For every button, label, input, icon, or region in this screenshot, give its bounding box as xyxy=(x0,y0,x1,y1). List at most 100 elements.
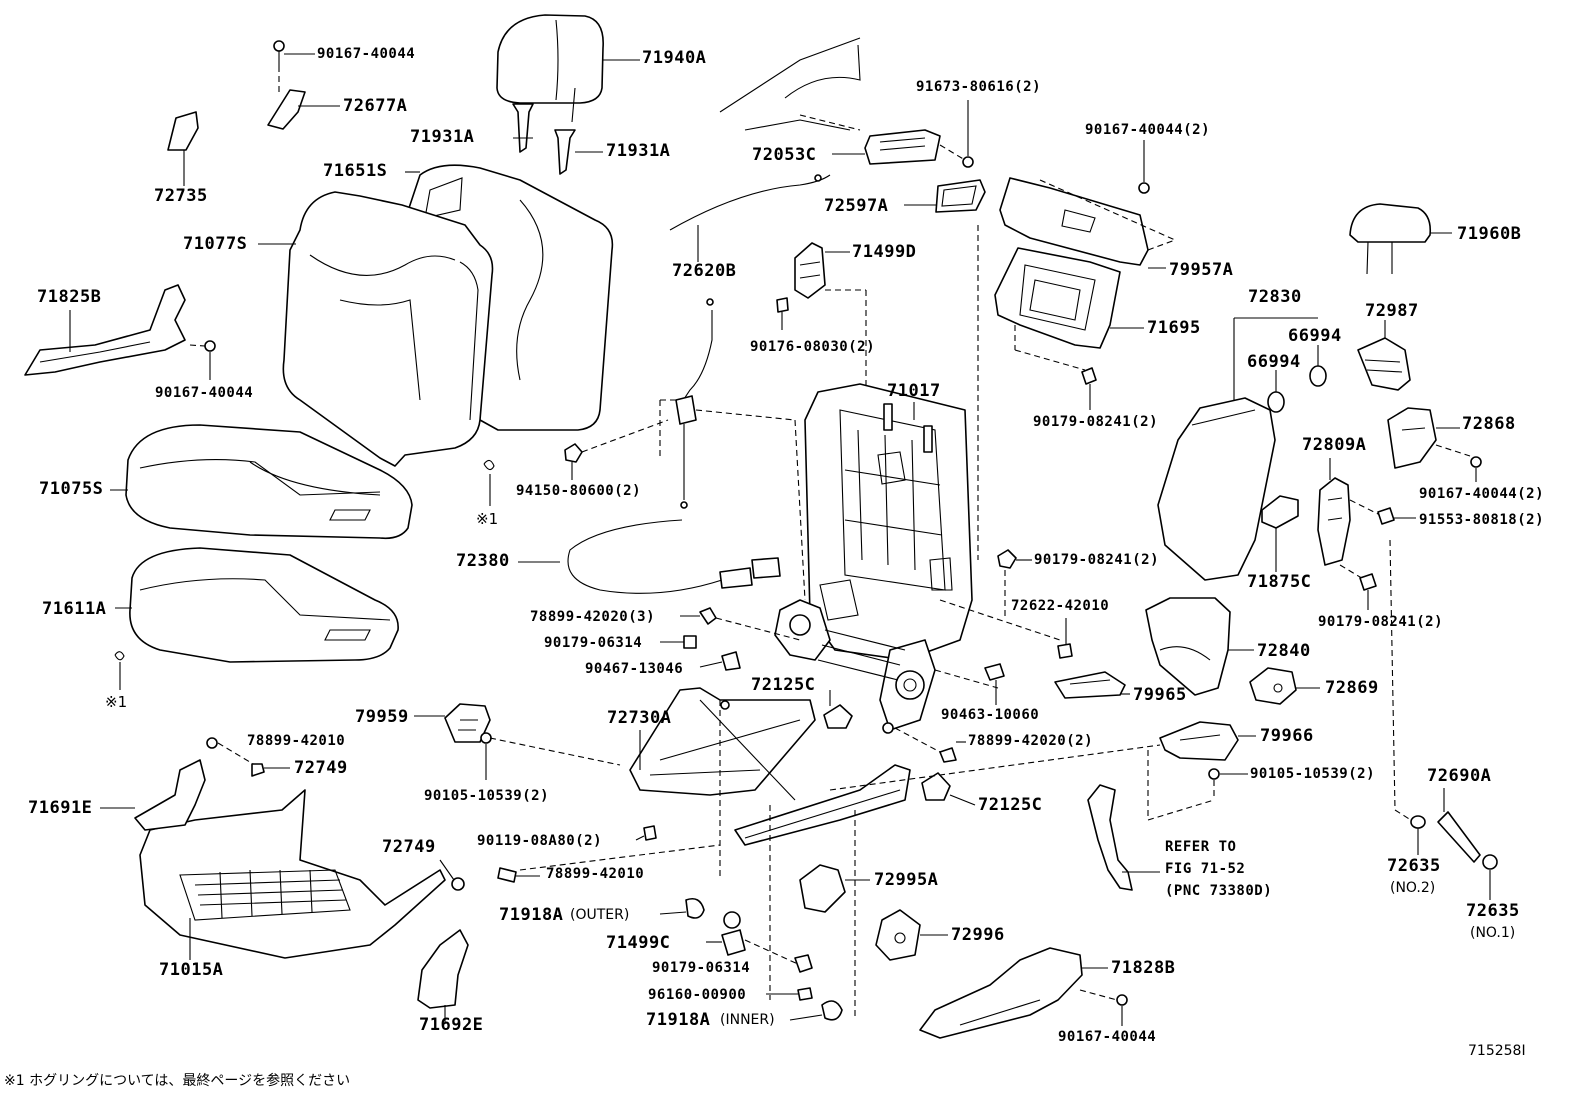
label-79966: 79966 xyxy=(1260,726,1314,746)
headrest-71960b xyxy=(1349,203,1452,275)
refer-line-1: REFER TO xyxy=(1165,839,1237,855)
cover-72868 xyxy=(1387,407,1482,482)
label-66994-a: 66994 xyxy=(1288,326,1342,346)
label-90467-13046: 90467-13046 xyxy=(585,661,684,677)
label-72869: 72869 xyxy=(1325,678,1379,698)
refer-line-3: (PNC 73380D) xyxy=(1165,883,1273,899)
label-72749-a: 72749 xyxy=(294,758,348,778)
label-72749-b: 72749 xyxy=(382,837,436,857)
cover-71691e xyxy=(100,759,206,831)
cover-79959 xyxy=(414,703,621,780)
label-72635-a: 72635 xyxy=(1387,856,1441,876)
headrest-guide-71931a xyxy=(512,103,603,175)
label-90167-40044-a: 90167-40044 xyxy=(317,46,416,62)
label-90167-40044-b: 90167-40044 xyxy=(155,385,254,401)
label-72125C-a: 72125C xyxy=(751,675,816,695)
label-71691E: 71691E xyxy=(28,798,93,818)
bracket-71499d xyxy=(776,242,867,390)
label-90167-40044-e: 90167-40044(2) xyxy=(1419,486,1545,502)
bolt-top xyxy=(273,40,315,92)
board-79957a xyxy=(999,140,1176,269)
label-90105-10539-b: 90105-10539(2) xyxy=(1250,766,1376,782)
clips-72749 xyxy=(206,737,465,891)
label-72840: 72840 xyxy=(1257,641,1311,661)
label-inner: (INNER) xyxy=(720,1012,775,1028)
seat-cushion-pad-71611a xyxy=(115,547,399,663)
armrest-cover-72840 xyxy=(1145,597,1254,696)
label-outer: (OUTER) xyxy=(570,907,630,923)
label-71651S: 71651S xyxy=(323,161,388,181)
cover-72869 xyxy=(1249,667,1320,705)
hog-ring-note-mark-b: ※1 xyxy=(105,693,128,711)
clips-72690a-72635 xyxy=(1389,539,1498,900)
label-79957A: 79957A xyxy=(1169,260,1234,280)
label-79965: 79965 xyxy=(1133,685,1187,705)
label-71931A-right: 71931A xyxy=(606,141,671,161)
belt-buckle-ref xyxy=(1087,784,1160,891)
cable-72620b xyxy=(669,174,831,262)
label-72620B: 72620B xyxy=(672,261,737,281)
hog-ring-marks xyxy=(114,459,495,690)
seat-track-72730a xyxy=(629,687,911,846)
label-71499C: 71499C xyxy=(606,933,671,953)
label-71825B: 71825B xyxy=(37,287,102,307)
bolt-72622 xyxy=(1057,618,1073,659)
armrest-72830 xyxy=(1157,317,1318,581)
nut-94150 xyxy=(564,419,669,480)
label-90119-08A80: 90119-08A80(2) xyxy=(477,833,603,849)
refer-line-2: FIG 71-52 xyxy=(1165,861,1246,877)
cover-72735 xyxy=(167,111,199,186)
label-72053C: 72053C xyxy=(752,145,817,165)
label-96160-00900: 96160-00900 xyxy=(648,987,747,1003)
label-78899-42010-b: 78899-42010 xyxy=(546,866,645,882)
label-71695: 71695 xyxy=(1147,318,1201,338)
label-94150-80600: 94150-80600(2) xyxy=(516,483,642,499)
cable-72380 xyxy=(518,298,806,601)
label-71692E: 71692E xyxy=(419,1015,484,1035)
diagram-id: 715258I xyxy=(1468,1043,1526,1059)
label-71918A-outer: 71918A xyxy=(499,905,564,925)
seatback-frame-71017 xyxy=(804,383,973,661)
label-79959: 79959 xyxy=(355,707,409,727)
label-no2: (NO.2) xyxy=(1390,880,1436,896)
footnote: ※1 ホグリングについては、最終ページを参照ください xyxy=(4,1073,351,1089)
label-72677A: 72677A xyxy=(343,96,408,116)
label-90167-40044-c: 90167-40044(2) xyxy=(1085,122,1211,138)
label-90179-06314-a: 90179-06314 xyxy=(544,635,643,651)
label-90179-08241-b: 90179-08241(2) xyxy=(1034,552,1160,568)
label-91673-80616: 91673-80616(2) xyxy=(916,79,1042,95)
label-90167-40044-d: 90167-40044 xyxy=(1058,1029,1157,1045)
seatback-assembly-71077s xyxy=(258,191,494,467)
label-71611A: 71611A xyxy=(42,599,107,619)
label-90179-08241-a: 90179-08241(2) xyxy=(1033,414,1159,430)
label-90105-10539-a: 90105-10539(2) xyxy=(424,788,550,804)
label-91553-80818: 91553-80818(2) xyxy=(1419,512,1545,528)
label-72635-b: 72635 xyxy=(1466,901,1520,921)
label-72995A: 72995A xyxy=(874,870,939,890)
label-72735: 72735 xyxy=(154,186,208,206)
bracket-72809a xyxy=(1317,458,1416,610)
nut-90179-right xyxy=(939,549,1061,641)
label-72809A: 72809A xyxy=(1302,435,1367,455)
label-72380: 72380 xyxy=(456,551,510,571)
label-72987: 72987 xyxy=(1365,301,1419,321)
seat-cushion-assembly-71075s xyxy=(110,424,413,540)
label-66994-b: 66994 xyxy=(1247,352,1301,372)
covers-72995a-72996 xyxy=(769,805,948,1000)
label-71017: 71017 xyxy=(887,381,941,401)
lower-fasteners xyxy=(497,700,856,1021)
label-no1: (NO.1) xyxy=(1470,925,1516,941)
cover-79965 xyxy=(1054,671,1130,699)
label-72830: 72830 xyxy=(1248,287,1302,307)
cover-72987 xyxy=(1357,320,1411,391)
hinge-cover-71825b xyxy=(24,284,216,380)
label-72597A: 72597A xyxy=(824,196,889,216)
label-90179-06314-b: 90179-06314 xyxy=(652,960,751,976)
label-78899-42020-b: 78899-42020(2) xyxy=(968,733,1094,749)
cover-71692e xyxy=(417,929,469,1024)
headrest-71940a xyxy=(496,14,640,123)
label-72996: 72996 xyxy=(951,925,1005,945)
label-72730A: 72730A xyxy=(607,708,672,728)
cover-71875c xyxy=(1261,495,1299,572)
